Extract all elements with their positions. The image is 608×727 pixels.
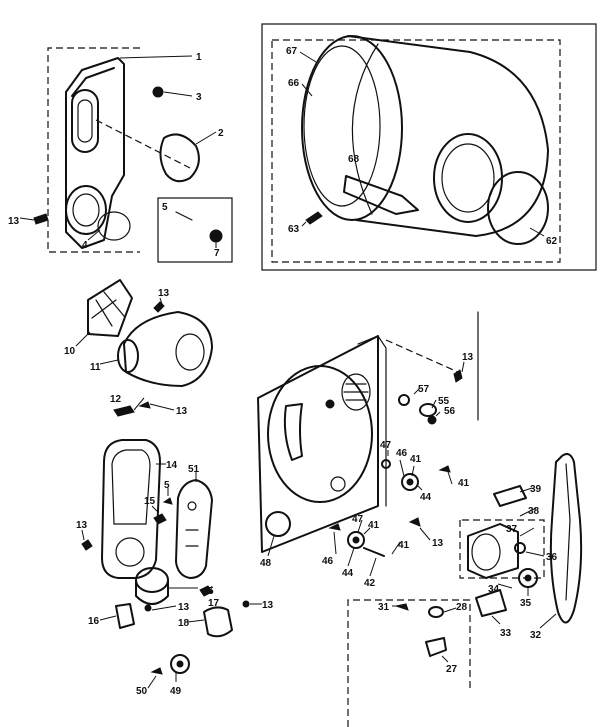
callout-32: 32: [530, 630, 542, 641]
callout-41: 41: [368, 520, 380, 531]
callout-5: 5: [164, 480, 170, 491]
idler-group: [347, 599, 471, 727]
callout-13: 13: [76, 520, 88, 531]
callout-55: 55: [438, 396, 450, 407]
callout-5: 5: [208, 586, 214, 597]
callout-17: 17: [208, 598, 220, 609]
callout-46: 46: [322, 556, 334, 567]
callout-13: 13: [178, 602, 190, 613]
callout-18: 18: [178, 618, 190, 629]
callout-67: 67: [286, 46, 298, 57]
callout-34: 34: [488, 584, 500, 595]
callout-47: 47: [380, 440, 392, 451]
callout-41: 41: [410, 454, 422, 465]
motor-group: [459, 453, 583, 629]
callout-33: 33: [500, 628, 512, 639]
blower-group: [75, 279, 213, 387]
callout-31: 31: [378, 602, 390, 613]
callout-56: 56: [444, 406, 456, 417]
callout-46: 46: [396, 448, 408, 459]
lint-duct-group: [81, 397, 262, 689]
callout-50: 50: [136, 686, 148, 697]
callout-3: 3: [196, 92, 202, 103]
callout-13: 13: [462, 352, 474, 363]
callout-11: 11: [90, 362, 101, 373]
callout-42: 42: [364, 578, 376, 589]
rear-panel-group: [257, 311, 479, 577]
callout-49: 49: [170, 686, 182, 697]
callout-51: 51: [188, 464, 200, 475]
callout-57: 57: [418, 384, 430, 395]
callout-39: 39: [530, 484, 542, 495]
callout-35: 35: [520, 598, 532, 609]
callout-13: 13: [432, 538, 444, 549]
callout-5: 5: [162, 202, 168, 213]
callout-44: 44: [342, 568, 354, 579]
callout-41: 41: [398, 540, 410, 551]
callout-68: 68: [348, 154, 360, 165]
callout-13: 13: [158, 288, 170, 299]
callout-15: 15: [144, 496, 156, 507]
callout-10: 10: [64, 346, 76, 357]
callout-38: 38: [528, 506, 540, 517]
callout-4: 4: [82, 240, 88, 251]
callout-13: 13: [8, 216, 20, 227]
callout-63: 63: [288, 224, 300, 235]
callout-44: 44: [420, 492, 432, 503]
callout-16: 16: [88, 616, 100, 627]
drum-group: [261, 23, 597, 271]
callout-36: 36: [546, 552, 558, 563]
callout-47: 47: [352, 514, 364, 525]
callout-28: 28: [456, 602, 468, 613]
callout-14: 14: [166, 460, 178, 471]
callout-7: 7: [214, 248, 220, 259]
front-panel-group: [19, 47, 233, 263]
callout-12: 12: [110, 394, 122, 405]
callout-41: 41: [458, 478, 470, 489]
callout-2: 2: [218, 128, 224, 139]
callout-62: 62: [546, 236, 558, 247]
callout-13: 13: [176, 406, 188, 417]
callout-27: 27: [446, 664, 458, 675]
callout-48: 48: [260, 558, 272, 569]
callout-1: 1: [196, 52, 202, 63]
callout-37: 37: [506, 524, 518, 535]
callout-66: 66: [288, 78, 300, 89]
callout-13: 13: [262, 600, 274, 611]
